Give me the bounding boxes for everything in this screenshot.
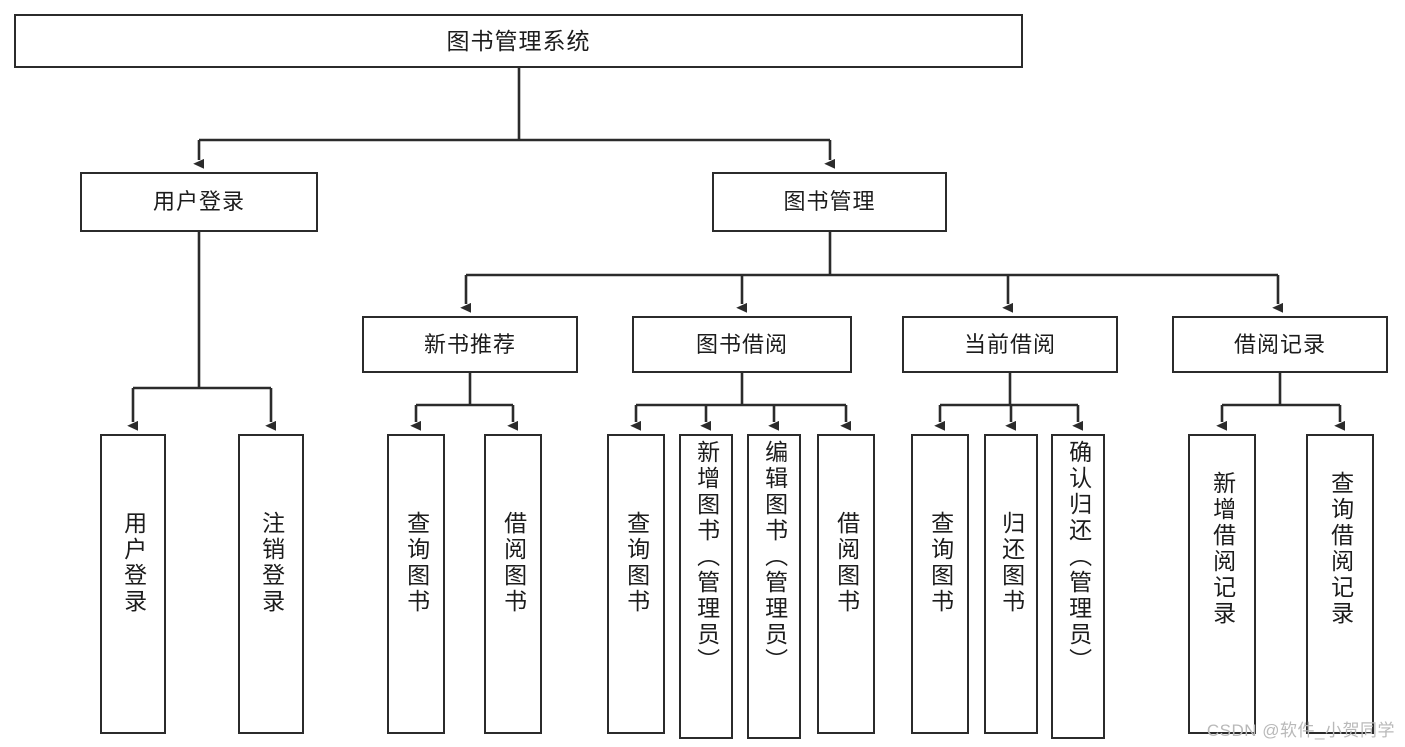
node-label: 借阅图书	[833, 511, 860, 615]
node-label: 新增借阅记录	[1209, 471, 1236, 627]
node-current-borrow[interactable]: 当前借阅	[902, 316, 1118, 373]
node-leaf-query-borrow-record[interactable]: 查询借阅记录	[1306, 434, 1374, 734]
node-book-management[interactable]: 图书管理	[712, 172, 947, 232]
node-label: 编辑图书（管理员）	[761, 440, 788, 674]
node-leaf-query-book-current[interactable]: 查询图书	[911, 434, 969, 734]
node-new-book-recommend[interactable]: 新书推荐	[362, 316, 578, 373]
node-label: 查询图书	[927, 511, 954, 615]
node-root-book-management-system[interactable]: 图书管理系统	[14, 14, 1023, 68]
node-label: 当前借阅	[963, 331, 1056, 357]
node-label: 图书借阅	[695, 331, 788, 357]
node-label: 借阅记录	[1233, 331, 1326, 357]
node-label: 图书管理	[783, 189, 876, 215]
node-label: 图书管理系统	[446, 27, 591, 54]
node-leaf-add-borrow-record[interactable]: 新增借阅记录	[1188, 434, 1256, 734]
node-label: 用户登录	[120, 511, 147, 615]
node-label: 借阅图书	[500, 511, 527, 615]
node-leaf-return-book[interactable]: 归还图书	[984, 434, 1038, 734]
node-leaf-logout[interactable]: 注销登录	[238, 434, 304, 734]
node-leaf-borrow-book-recommend[interactable]: 借阅图书	[484, 434, 542, 734]
watermark: CSDN @软件_小贺同学	[1206, 721, 1395, 740]
node-label: 新书推荐	[423, 331, 516, 357]
node-leaf-edit-book-admin[interactable]: 编辑图书（管理员）	[747, 434, 801, 739]
node-label: 查询图书	[403, 511, 430, 615]
node-label: 归还图书	[998, 511, 1025, 615]
node-leaf-query-book-borrow[interactable]: 查询图书	[607, 434, 665, 734]
node-label: 新增图书（管理员）	[693, 440, 720, 674]
node-leaf-user-login[interactable]: 用户登录	[100, 434, 166, 734]
node-label: 确认归还（管理员）	[1065, 440, 1092, 674]
node-leaf-query-book-recommend[interactable]: 查询图书	[387, 434, 445, 734]
node-user-login[interactable]: 用户登录	[80, 172, 318, 232]
node-leaf-confirm-return-admin[interactable]: 确认归还（管理员）	[1051, 434, 1105, 739]
node-label: 用户登录	[152, 189, 245, 215]
node-leaf-borrow-book[interactable]: 借阅图书	[817, 434, 875, 734]
node-borrow-record[interactable]: 借阅记录	[1172, 316, 1388, 373]
node-label: 查询借阅记录	[1327, 471, 1354, 627]
node-label: 查询图书	[623, 511, 650, 615]
node-book-borrow[interactable]: 图书借阅	[632, 316, 852, 373]
node-leaf-add-book-admin[interactable]: 新增图书（管理员）	[679, 434, 733, 739]
node-label: 注销登录	[258, 511, 285, 615]
